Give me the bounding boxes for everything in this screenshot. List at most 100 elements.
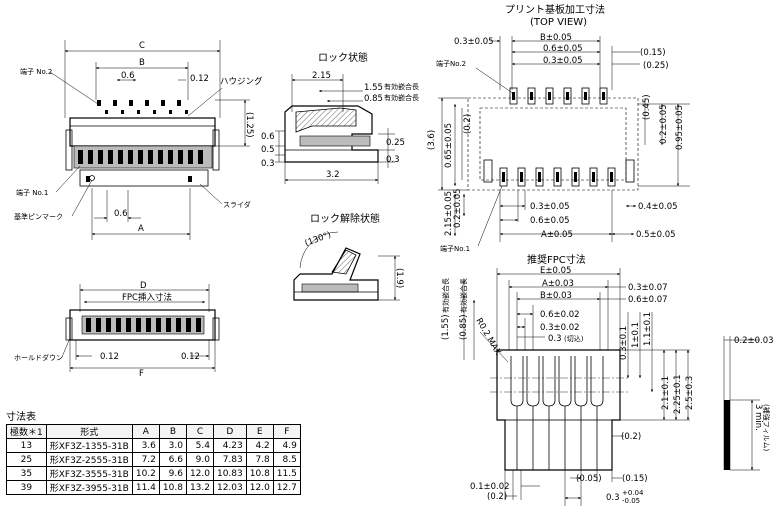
fpc-dim-03-002-label: 0.3±0.02 (540, 323, 580, 333)
pcb-dim-36-label: (3.6) (427, 130, 437, 150)
housing-label: ハウジング (220, 76, 263, 87)
pcb-top-pads (509, 87, 608, 105)
fpc-dim-b-label: B±0.03 (540, 291, 572, 301)
bottom-terminal-row (81, 315, 205, 335)
table-cell: 形XF3Z-1355-31B (45, 438, 133, 453)
table-cell: 13 (6, 438, 47, 453)
dim-012r-label: 0.12 (181, 352, 200, 362)
pcb-dim-06c-label: 0.6±0.05 (530, 216, 570, 226)
fpc-dim-155-label: (1.55) (441, 314, 451, 340)
table-cell: 25 (6, 452, 47, 467)
table-cell: 5.4 (185, 438, 214, 453)
fpc-title: 推奨FPC寸法 (527, 253, 586, 266)
dimension-table-title: 寸法表 (6, 412, 36, 423)
fpc-dim-r02-label: R0.2 MAX (473, 317, 502, 358)
table-cell: 13.2 (185, 480, 214, 495)
pcb-title: プリント基板加工寸法 (505, 3, 605, 16)
col-header: C (185, 424, 214, 439)
fpc-note-sep: (切込) (564, 334, 584, 343)
pcb-dim-025-label: (0.25) (643, 61, 669, 71)
pcb-dim-02-005-label: 0.2±0.05 (659, 104, 669, 144)
dim-085-label: 0.85 (364, 94, 383, 104)
pcb-dim-06-label: 0.6±0.05 (543, 44, 583, 54)
fpc-note-085: 有効嵌合長 (459, 278, 468, 313)
lock-state-view: ロック状態 2.15 1.55 有効嵌合長 0.85 有効嵌合長 0.6 0.5… (261, 51, 419, 184)
dim-155-label: 1.55 (364, 83, 383, 93)
pcb-dim-215-label: 2.15±0.05 (444, 191, 454, 236)
pcb-subtitle: (TOP VIEW) (530, 17, 587, 28)
pcb-dim-03-label: 0.3±0.05 (454, 37, 494, 47)
table-cell: 12.7 (272, 480, 301, 495)
fpc-dim-1-01-label: 1±0.1 (631, 322, 641, 348)
fpc-dim-03-sep-label: 0.3 (548, 334, 562, 344)
pcb-pin1-label: 端子No.1 (440, 244, 470, 253)
fpc-dim-02r-label: (0.2) (621, 432, 641, 442)
dim-03r-label: 0.3 (386, 155, 400, 165)
fpc-tol-minus: -0.05 (622, 497, 640, 505)
fpc-dim-06-002-label: 0.6±0.02 (540, 310, 580, 320)
table-cell: 10.83 (212, 466, 247, 481)
fpc-dim-02b-label: (0.2) (487, 492, 507, 502)
table-cell: 10.2 (131, 466, 160, 481)
fpc-note-155: 有効嵌合長 (441, 278, 450, 313)
fpc-dim-25-03-label: 2.5±0.3 (685, 376, 695, 410)
pcb-dim-05-label: 0.5±0.05 (636, 230, 676, 240)
table-cell: 6.6 (158, 452, 187, 467)
dim-06-label: 0.6 (261, 132, 275, 142)
dim-155-note: 有効嵌合長 (384, 82, 419, 91)
terminal-bottom-row (73, 145, 213, 169)
table-cell: 形XF3Z-3955-31B (45, 480, 133, 495)
table-cell: 12.0 (185, 466, 214, 481)
fpc-dim-11-01-label: 1.1±0.1 (643, 312, 653, 346)
pcb-dim-a-label: A±0.05 (541, 230, 573, 240)
fpc-dim-21-01-label: 2.1±0.1 (661, 376, 671, 410)
dim-03l-label: 0.3 (261, 159, 275, 169)
col-header: A (131, 424, 160, 439)
dim-b-label: B (139, 58, 145, 68)
dim-angle-label: (130°) (304, 230, 333, 249)
col-header: E (245, 424, 274, 439)
pcb-dim-02b-label: 0.2±0.05 (453, 188, 463, 228)
dim-a-label: A (138, 224, 144, 234)
fpc-dim-225-01-label: 2.25±0.1 (673, 374, 683, 414)
dim-125-label: (1.25) (244, 112, 254, 138)
table-cell: 10.8 (158, 480, 187, 495)
table-cell: 3.6 (131, 438, 160, 453)
table-cell: 7.8 (245, 452, 274, 467)
unlock-state-view: ロック解除状態 (130°) (1.9) (293, 212, 404, 301)
dim-32-label: 3.2 (326, 170, 340, 180)
terminal-top-row (97, 100, 188, 114)
dim-pitch-bottom-label: 0.6 (114, 209, 128, 219)
fpc-3min-note: (補強フィルム) (762, 404, 771, 451)
pcb-dim-03c-label: 0.3±0.05 (530, 202, 570, 212)
pinmark-label: 基準ピンマーク (14, 212, 63, 221)
dim-012l-label: 0.12 (100, 352, 119, 362)
fpc-contact-fingers (510, 356, 604, 470)
dim-025-label: 0.25 (386, 138, 405, 148)
slider-label: スライダ (223, 200, 251, 209)
table-cell: 形XF3Z-2555-31B (45, 452, 133, 467)
dim-f-label: F (139, 369, 144, 379)
table-cell: 39 (6, 480, 47, 495)
table-cell: 11.4 (131, 480, 160, 495)
fpc-thickness-label: 0.2±0.03 (734, 336, 774, 346)
table-cell: 12.03 (212, 480, 247, 495)
table-row: 13 形XF3Z-1355-31B 3.6 3.0 5.4 4.23 4.2 4… (6, 438, 301, 453)
table-row: 39 形XF3Z-3955-31B 11.4 10.8 13.2 12.03 1… (6, 480, 301, 495)
holddown-label: ホールドダウン (14, 353, 63, 362)
col-header: D (212, 424, 247, 439)
fpc-dim-03-tol-label: 0.3 (606, 493, 620, 503)
dim-c-label: C (139, 41, 145, 51)
lock-title: ロック状態 (318, 51, 368, 64)
pcb-dim-015-label: (0.15) (640, 48, 666, 58)
fpc-dim-085-label: (0.85) (459, 314, 469, 340)
unlock-title: ロック解除状態 (310, 212, 380, 225)
table-cell: 7.83 (212, 452, 247, 467)
pcb-dim-04-label: 0.4±0.05 (638, 202, 678, 212)
col-header: F (272, 424, 301, 439)
pcb-bottom-pads (483, 159, 635, 187)
fpc-insert-label: FPC挿入寸法 (122, 292, 172, 303)
connector-bottom-view: D FPC挿入寸法 ホールドダウン 0.12 0.12 (14, 281, 220, 379)
dim-d-label: D (140, 281, 147, 291)
